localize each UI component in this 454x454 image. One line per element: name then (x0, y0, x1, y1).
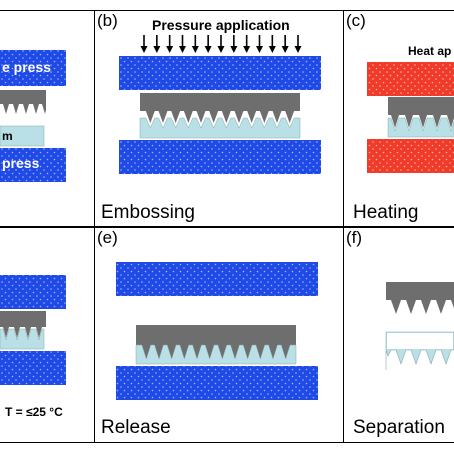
press-plate-bottom-icon (0, 148, 66, 182)
heat-label: Heat ap (408, 44, 451, 58)
down-arrow-head (179, 46, 186, 53)
press-plate-top-icon (119, 56, 321, 90)
down-arrow-head (217, 46, 225, 53)
panel-label: (e) (97, 228, 118, 247)
stage-caption: Release (101, 417, 171, 438)
press-bottom-text: press (2, 155, 40, 171)
press-plate-bottom-icon (119, 140, 321, 174)
film-icon (135, 344, 297, 365)
temperature-label: T = ≤25 °C (5, 405, 63, 419)
stage-caption: Embossing (101, 202, 195, 223)
panel-b: (b) Pressure application Embossing (97, 11, 321, 223)
down-arrow-head (191, 46, 199, 53)
film-icon (0, 328, 45, 350)
mold-icon (0, 311, 46, 338)
heated-plate-top-icon (367, 62, 454, 96)
press-plate-bottom-icon (0, 351, 66, 385)
panel-label: (b) (97, 11, 118, 30)
film-icon (387, 117, 454, 138)
panel-c: (c) Heat ap Heating (346, 11, 454, 223)
pressure-label: Pressure application (152, 17, 290, 33)
mold-icon (140, 93, 300, 123)
down-arrow-head (140, 46, 148, 53)
down-arrow-head (243, 46, 251, 53)
film-icon (0, 125, 45, 147)
heated-plate-bottom-icon (367, 139, 454, 173)
panel-e: (e) Release (97, 228, 318, 438)
down-arrow-head (166, 46, 174, 53)
panel-d: T = ≤25 °C (0, 275, 66, 419)
down-arrow-head (256, 46, 263, 53)
press-plate-bottom-icon (116, 366, 318, 400)
panel-f: (f) Separation (346, 228, 454, 438)
panel-grid (0, 10, 454, 443)
stage-caption: Heating (353, 202, 419, 223)
down-arrow-head (204, 46, 212, 53)
film-icon (385, 331, 454, 370)
down-arrow-head (294, 46, 302, 53)
down-arrow-head (230, 46, 238, 53)
down-arrow-icon-group (140, 35, 302, 53)
film-text: m (2, 129, 13, 143)
down-arrow-head (281, 46, 289, 53)
panel-label: (c) (346, 11, 366, 30)
press-plate-top-icon (0, 275, 66, 309)
mold-icon (386, 282, 454, 314)
mold-icon (388, 97, 454, 128)
press-top-text: e press (2, 59, 51, 75)
panel-label: (f) (346, 228, 362, 247)
panel-a: e press m press (0, 50, 66, 182)
down-arrow-head (268, 46, 276, 53)
down-arrow-head (153, 46, 161, 53)
stage-caption: Separation (353, 417, 445, 438)
mold-icon (0, 90, 46, 114)
press-plate-top-icon (116, 262, 318, 296)
press-plate-top-icon (0, 50, 66, 86)
film-icon (139, 117, 301, 139)
